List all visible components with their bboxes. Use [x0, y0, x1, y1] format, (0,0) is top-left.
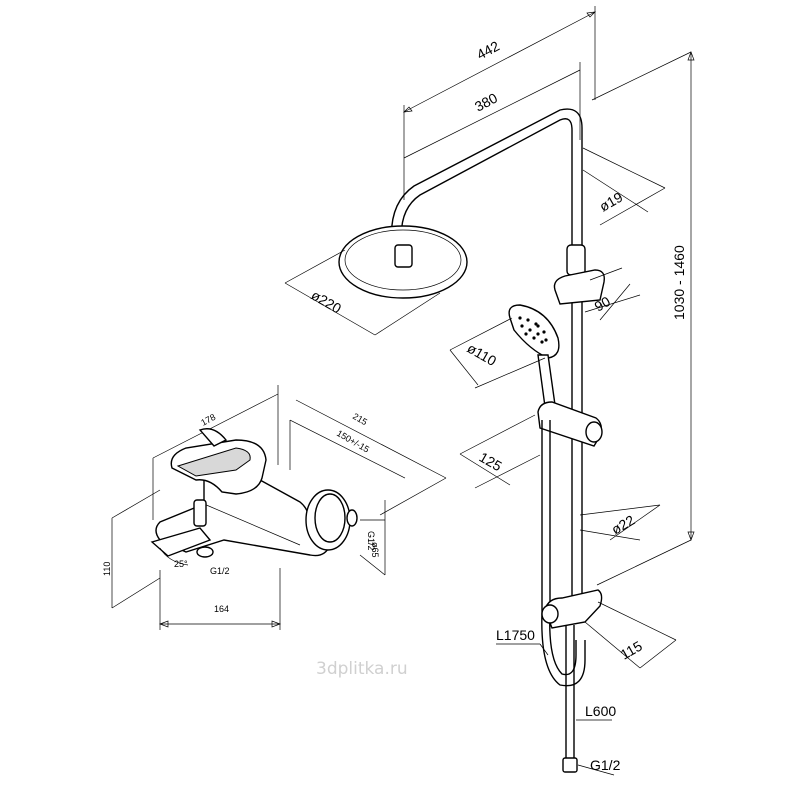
- hose-short: [565, 625, 575, 760]
- nozzle-dots: [518, 316, 548, 344]
- dim-215: [295, 399, 447, 516]
- dim-164-label: 164: [214, 604, 229, 614]
- dim-125: [459, 414, 541, 489]
- spout-thread-label: G1/2: [210, 566, 230, 576]
- dim-110-label: ø110: [465, 340, 500, 369]
- rain-shower-head: [338, 225, 468, 299]
- lever: [170, 428, 267, 527]
- head-holder: [553, 244, 605, 305]
- dim-220-label: ø220: [309, 287, 345, 317]
- bottom-fitting: [562, 757, 578, 773]
- dim-178: [152, 385, 279, 520]
- dim-22-label: ø22: [609, 512, 638, 538]
- dim-380-label: 380: [472, 89, 500, 114]
- dim-110-height-label: 110: [102, 562, 112, 576]
- dim-164: [159, 568, 281, 630]
- escutcheon-label: ø65: [370, 542, 380, 558]
- mixer-thread-label: G1/2: [366, 531, 376, 551]
- dim-380: [403, 62, 581, 159]
- dim-115-label: 115: [618, 637, 646, 662]
- hand-shower: [508, 304, 560, 415]
- dim-19-label: ø19: [597, 189, 626, 215]
- dim-90: [584, 267, 641, 321]
- dim-110-height: [111, 489, 161, 609]
- dim-height-label: 1030 - 1460: [671, 245, 687, 320]
- dim-150: [289, 419, 406, 479]
- shower-system: 442 380 ø220: [284, 6, 695, 776]
- dim-150-label: 150+/-15: [335, 428, 371, 455]
- dim-178-label: 178: [199, 412, 217, 428]
- dim-110: [449, 317, 546, 389]
- dim-115: [584, 601, 677, 669]
- hose-long: [541, 420, 586, 687]
- spout: [150, 527, 214, 558]
- slider: [537, 401, 603, 447]
- angle-label: 25°: [174, 559, 188, 569]
- dim-215-label: 215: [351, 411, 369, 427]
- escutcheon: [305, 489, 358, 551]
- hose-short-label: L600: [585, 703, 616, 719]
- bath-mixer: 178 215 150+/-15: [102, 385, 447, 630]
- hose-long-label: L1750: [496, 627, 535, 643]
- dim-height: [591, 51, 695, 586]
- dim-220: [284, 249, 441, 336]
- dim-442: [403, 6, 596, 200]
- dim-19: [582, 147, 666, 226]
- dim-90-label: 90: [592, 293, 614, 315]
- outlet-block: [541, 589, 603, 629]
- bottom-thread-label: G1/2: [590, 757, 621, 773]
- dim-22: [579, 504, 661, 541]
- dim-442-label: 442: [474, 37, 502, 62]
- dim-125-label: 125: [477, 449, 505, 475]
- watermark: 3dplitka.ru: [316, 659, 408, 679]
